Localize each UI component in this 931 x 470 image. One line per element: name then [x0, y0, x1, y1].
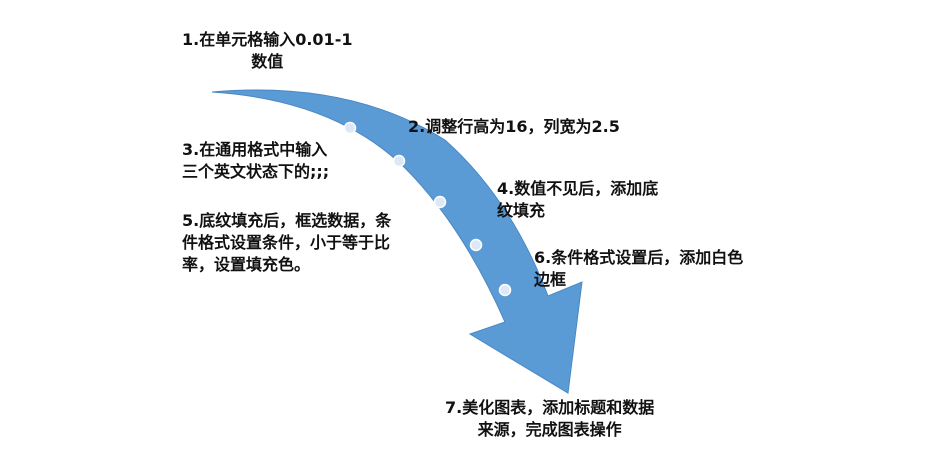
step-5-line-1: 5.底纹填充后，框选数据，条: [182, 211, 392, 230]
step-5-line-3: 率，设置填充色。: [182, 255, 311, 274]
step-1-line-1: 1.在单元格输入0.01-1: [182, 30, 353, 49]
arrow-dot-2: [392, 154, 406, 168]
step-4-line-2: 纹填充: [497, 201, 546, 220]
step-7-line-2: 来源，完成图表操作: [477, 420, 622, 439]
arrow-dot-3: [433, 195, 447, 209]
curved-arrow-body: [211, 89, 583, 394]
arrow-dot-4: [469, 238, 483, 252]
step-3-line-1: 3.在通用格式中输入: [182, 140, 328, 159]
arrow-dot-5: [498, 283, 512, 297]
step-5-label: 5.底纹填充后，框选数据，条 件格式设置条件，小于等于比 率，设置填充色。: [182, 210, 391, 276]
step-1-line-2: 数值: [251, 52, 284, 71]
step-2-line-1: 2.调整行高为16，列宽为2.5: [408, 117, 620, 136]
step-1-label: 1.在单元格输入0.01-1 数值: [182, 29, 352, 73]
step-4-line-1: 4.数值不见后，添加底: [497, 179, 659, 198]
step-7-line-1: 7.美化图表，添加标题和数据: [445, 398, 655, 417]
step-3-line-2: 三个英文状态下的;;;: [182, 162, 330, 181]
step-5-line-2: 件格式设置条件，小于等于比: [182, 233, 391, 252]
step-6-line-1: 6.条件格式设置后，添加白色: [534, 248, 744, 267]
step-6-label: 6.条件格式设置后，添加白色 边框: [534, 247, 743, 291]
step-2-label: 2.调整行高为16，列宽为2.5: [408, 116, 620, 138]
step-6-line-2: 边框: [534, 270, 567, 289]
arrow-dot-1: [343, 121, 357, 135]
step-7-label: 7.美化图表，添加标题和数据 来源，完成图表操作: [445, 397, 654, 441]
step-4-label: 4.数值不见后，添加底 纹填充: [497, 178, 658, 222]
step-3-label: 3.在通用格式中输入 三个英文状态下的;;;: [182, 139, 329, 183]
